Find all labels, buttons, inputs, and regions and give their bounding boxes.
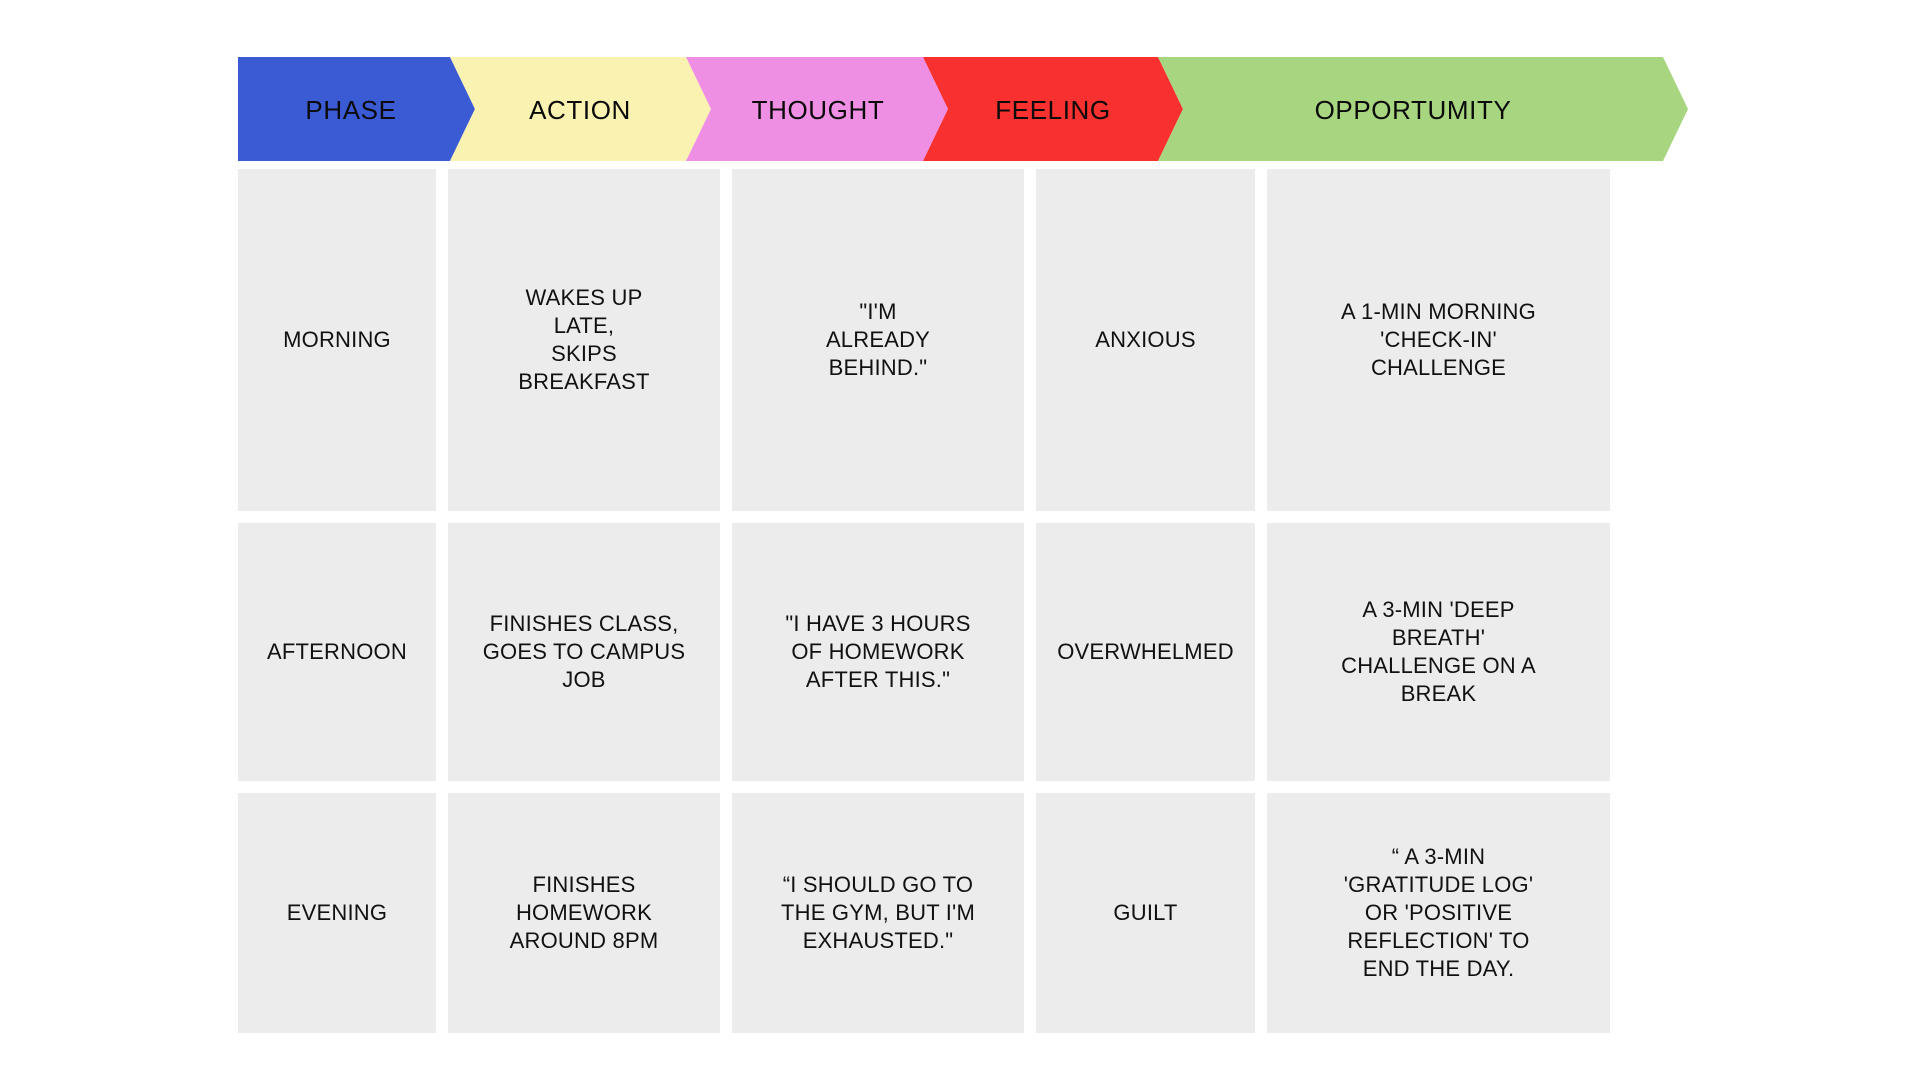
header-chevron-thought[interactable]: THOUGHT: [686, 57, 948, 161]
cell-opportunity: “ A 3-MIN 'GRATITUDE LOG' OR 'POSITIVE R…: [1267, 793, 1610, 1033]
cell-action: WAKES UP LATE, SKIPS BREAKFAST: [448, 169, 720, 511]
header-chevron-opportunity[interactable]: OPPORTUMITY: [1158, 57, 1688, 161]
header-chevron-phase[interactable]: PHASE: [238, 57, 475, 161]
chevron-shape-phase: [238, 57, 475, 161]
header-chevron-band: PHASE ACTION THOUGHT FEELING OPPORTUMITY: [238, 57, 1688, 161]
chevron-shape-opportunity: [1158, 57, 1688, 161]
header-label-thought: THOUGHT: [752, 95, 885, 125]
cell-opportunity: A 3-MIN 'DEEP BREATH' CHALLENGE ON A BRE…: [1267, 523, 1610, 781]
cell-thought: "I HAVE 3 HOURS OF HOMEWORK AFTER THIS.": [732, 523, 1024, 781]
header-chevron-action[interactable]: ACTION: [450, 57, 711, 161]
header-chevron-feeling[interactable]: FEELING: [923, 57, 1183, 161]
cell-phase: EVENING: [238, 793, 436, 1033]
cell-thought: “I SHOULD GO TO THE GYM, BUT I'M EXHAUST…: [732, 793, 1024, 1033]
cell-feeling: ANXIOUS: [1036, 169, 1255, 511]
chevron-shape-feeling: [923, 57, 1183, 161]
header-label-feeling: FEELING: [995, 95, 1110, 125]
cell-thought: "I'M ALREADY BEHIND.": [732, 169, 1024, 511]
chevron-shape-action: [450, 57, 711, 161]
header-label-opportunity: OPPORTUMITY: [1315, 95, 1512, 125]
cell-action: FINISHES CLASS, GOES TO CAMPUS JOB: [448, 523, 720, 781]
header-label-phase: PHASE: [305, 95, 396, 125]
cell-phase: MORNING: [238, 169, 436, 511]
journey-table: MORNING WAKES UP LATE, SKIPS BREAKFAST "…: [238, 169, 1610, 1033]
cell-opportunity: A 1-MIN MORNING 'CHECK-IN' CHALLENGE: [1267, 169, 1610, 511]
cell-phase: AFTERNOON: [238, 523, 436, 781]
cell-feeling: GUILT: [1036, 793, 1255, 1033]
cell-feeling: OVERWHELMED: [1036, 523, 1255, 781]
chevron-shape-thought: [686, 57, 948, 161]
cell-action: FINISHES HOMEWORK AROUND 8PM: [448, 793, 720, 1033]
header-label-action: ACTION: [529, 95, 631, 125]
